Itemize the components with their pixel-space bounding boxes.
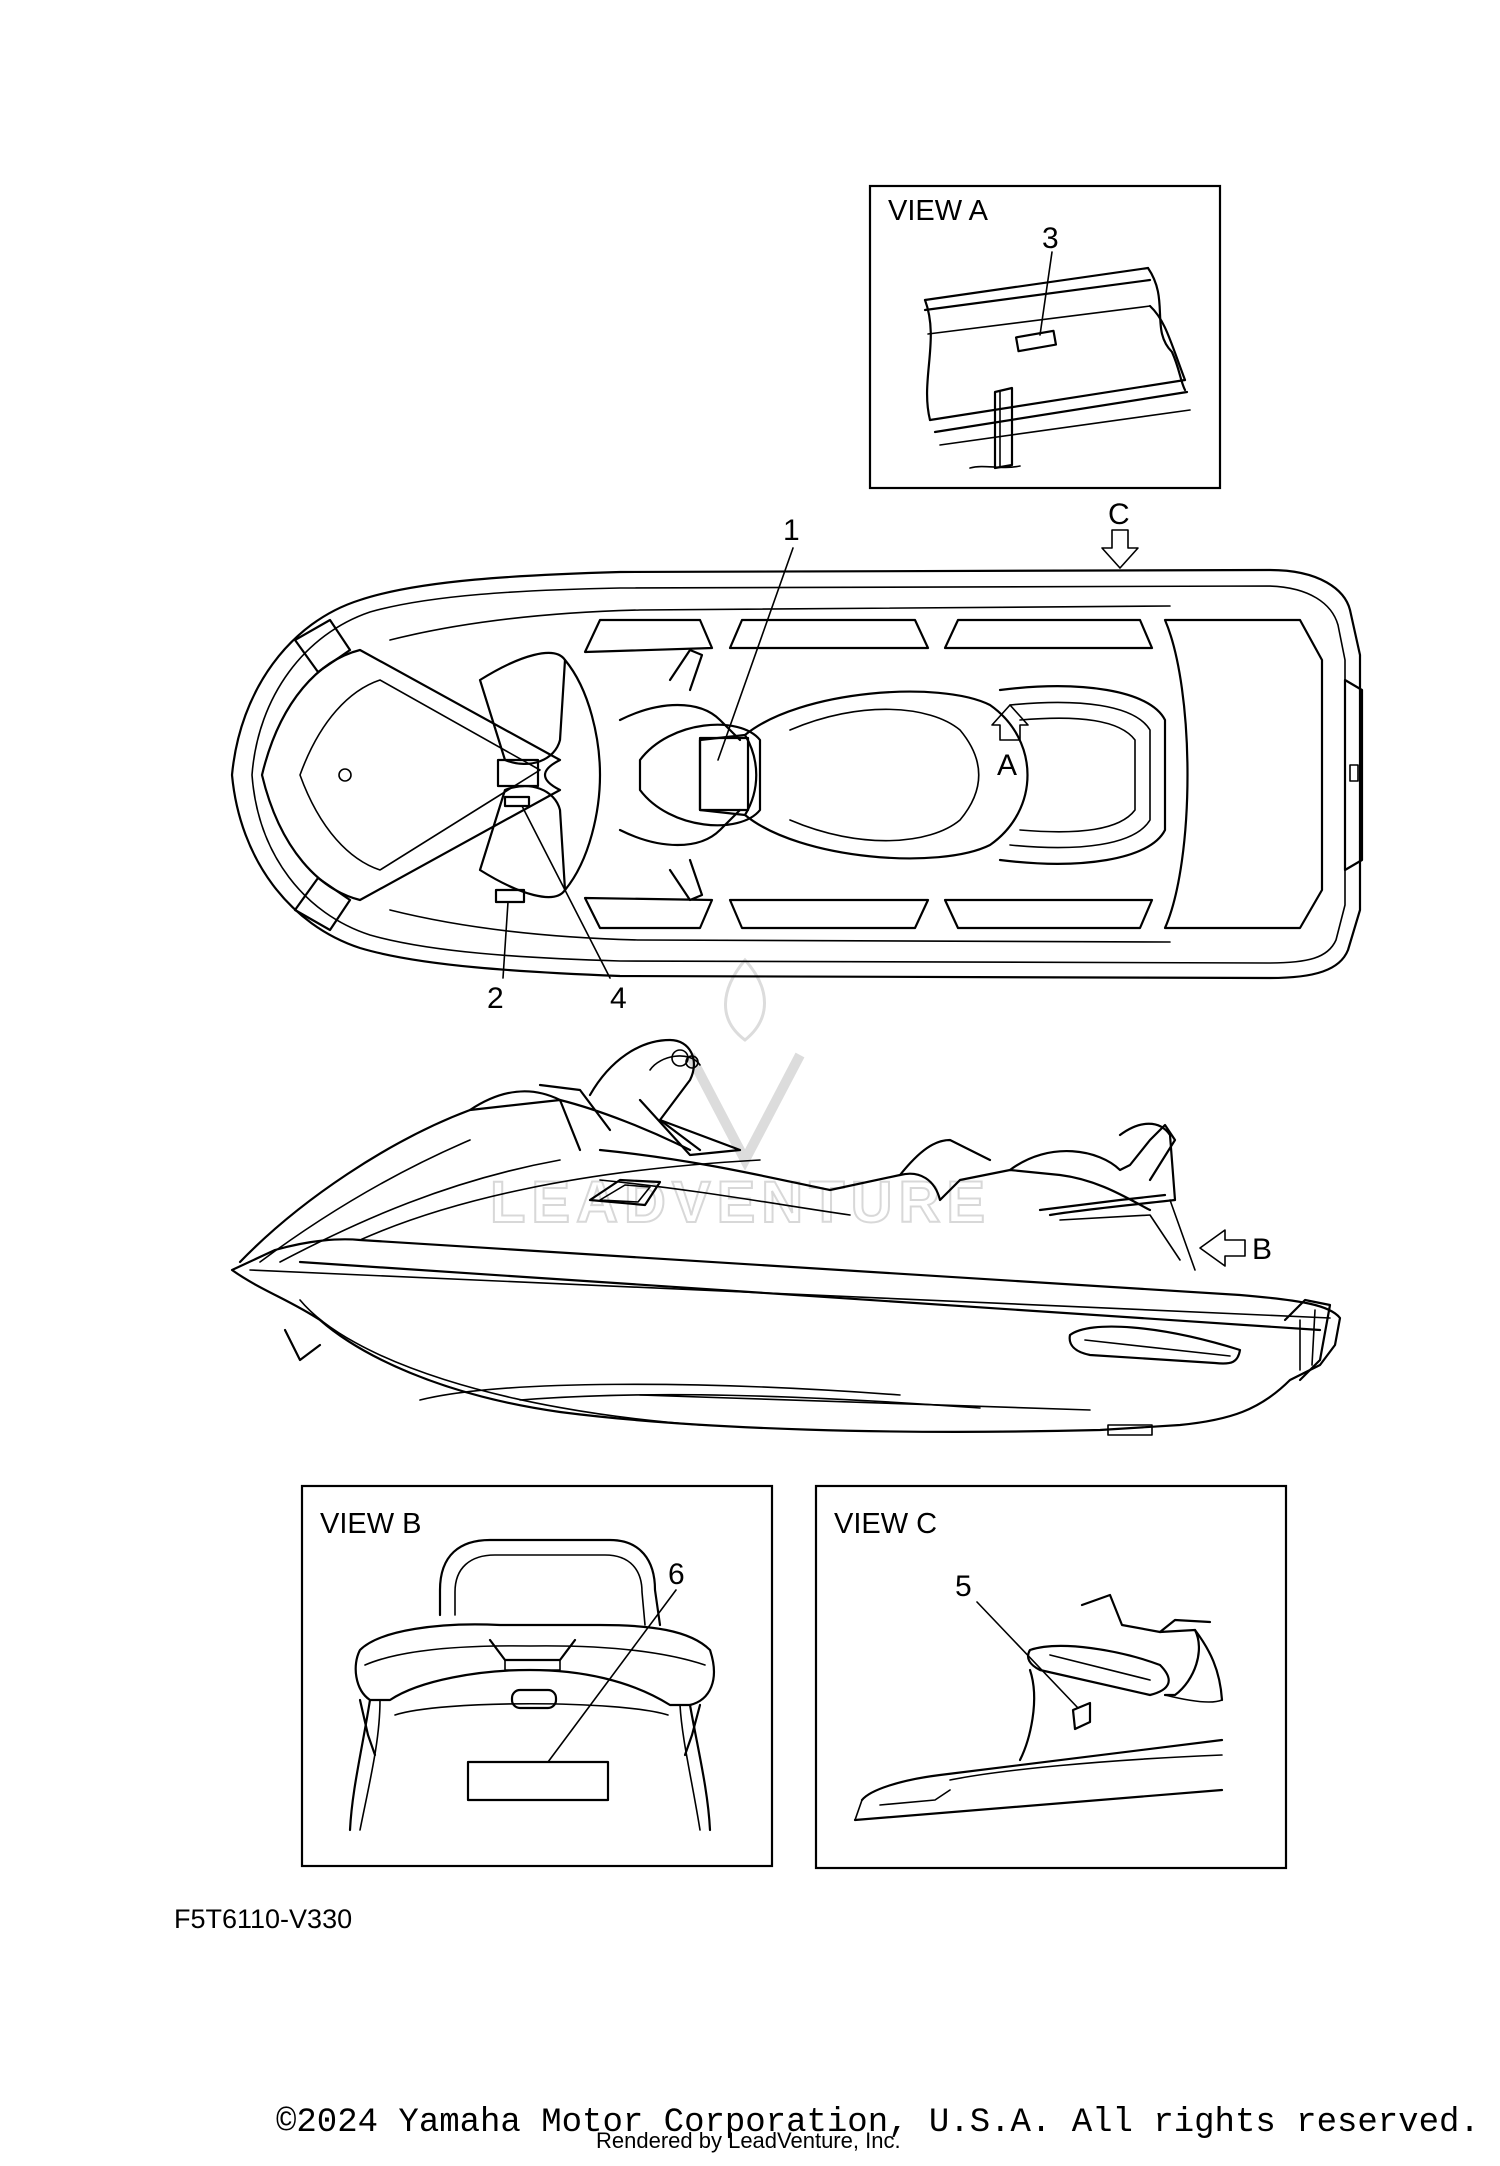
view-a-label: VIEW A [888,195,989,227]
view-c-label: VIEW C [834,1508,937,1540]
view-arrow-b: B [1252,1233,1272,1266]
view-b-label: VIEW B [320,1508,422,1540]
callout-2: 2 [487,982,504,1015]
view-b-panel: VIEW B 6 [300,1484,774,1868]
top-view-craft: A C 1 2 4 [230,498,1364,1015]
callout-3: 3 [1042,222,1059,255]
view-c-panel: VIEW C 5 [814,1484,1288,1870]
callout-6: 6 [668,1558,685,1591]
view-arrow-c: C [1108,498,1130,531]
figure-code: F5T6110-V330 [174,1904,352,1934]
view-arrow-a: A [997,749,1017,782]
view-a-panel: VIEW A 3 [868,184,1222,490]
callout-1: 1 [783,514,800,547]
rendered-by-credit: Rendered by LeadVenture, Inc. [596,2128,901,2153]
side-view-craft: B [230,1038,1342,1436]
callout-4: 4 [610,982,627,1015]
watermark: LEADVENTURE [489,957,991,1236]
callout-5: 5 [955,1570,972,1603]
copyright-notice: ©2024 Yamaha Motor Corporation, U.S.A. A… [276,2104,1480,2142]
watermark-text: LEADVENTURE [490,1170,991,1235]
